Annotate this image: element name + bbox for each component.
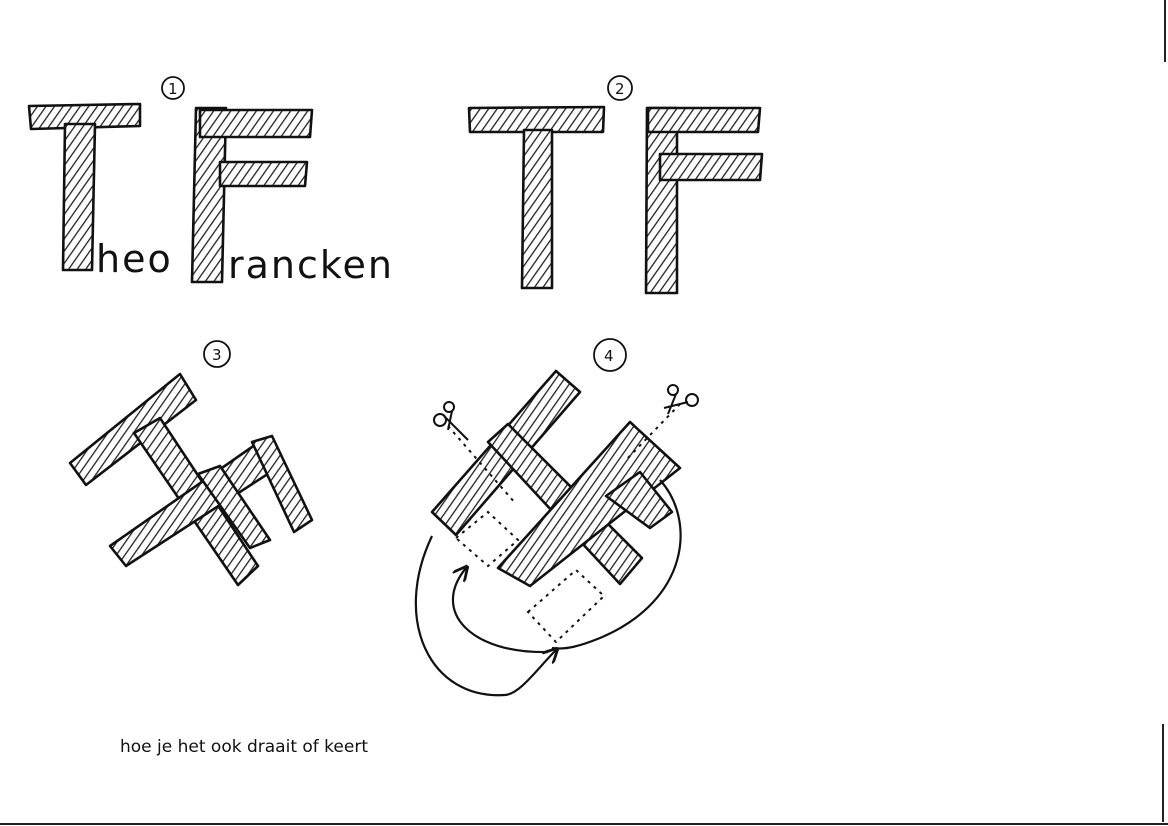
sketch-3-number: 3: [212, 346, 222, 364]
letter-f-middle-bar: [658, 152, 764, 182]
letter-t-top-bar: [467, 105, 606, 134]
sketch-2-number-badge: 2: [607, 75, 633, 101]
short-bar-right: [604, 470, 674, 530]
sketch-1-number: 1: [168, 80, 178, 98]
letter-t-top-bar: [68, 372, 198, 487]
letter-t-stem: [61, 122, 97, 272]
dashed-cut-outline-right: [526, 568, 606, 644]
rotation-arrow-inner: [452, 568, 549, 654]
scissors-icon: [433, 401, 469, 441]
letter-f-middle-bar: [218, 160, 309, 188]
sketch-3-rotated-tf: 3: [68, 340, 314, 587]
dashed-cut-outline-left: [454, 510, 520, 568]
sketch-4-number: 4: [604, 347, 614, 365]
letter-f-stem: [190, 106, 228, 284]
rotation-arrow-outer: [414, 535, 556, 697]
sketch-1-tf-initials: 1 heo rancken: [27, 76, 394, 287]
letter-f-middle-bar: [196, 464, 272, 550]
dashed-cut-line-right: [625, 403, 681, 461]
letter-t-top-bar: [27, 102, 142, 131]
handwritten-heo: heo: [96, 237, 173, 281]
letter-f-stem: [644, 106, 679, 295]
caption-text: hoe je het ook draait of keert: [120, 737, 368, 757]
sketch-4-cut-and-rotate: 4: [414, 338, 699, 697]
sketch-1-number-badge: 1: [161, 76, 185, 100]
rotation-arrow-right: [551, 479, 682, 650]
scissors-icon: [663, 384, 699, 415]
sketch-3-number-badge: 3: [203, 340, 231, 368]
letter-f-top-bar: [198, 108, 314, 139]
sketch-2-number: 2: [615, 80, 625, 98]
letter-f-top-bar: [646, 106, 762, 134]
diagonal-bar-right: [496, 420, 682, 588]
sketch-2-tf-initials: 2: [467, 75, 764, 295]
letter-f-top-bar: [250, 434, 314, 534]
dashed-cut-line-left: [447, 425, 517, 505]
sketch-4-number-badge: 4: [593, 338, 627, 372]
letter-t-stem: [520, 128, 554, 290]
handwritten-rancken: rancken: [228, 243, 394, 287]
